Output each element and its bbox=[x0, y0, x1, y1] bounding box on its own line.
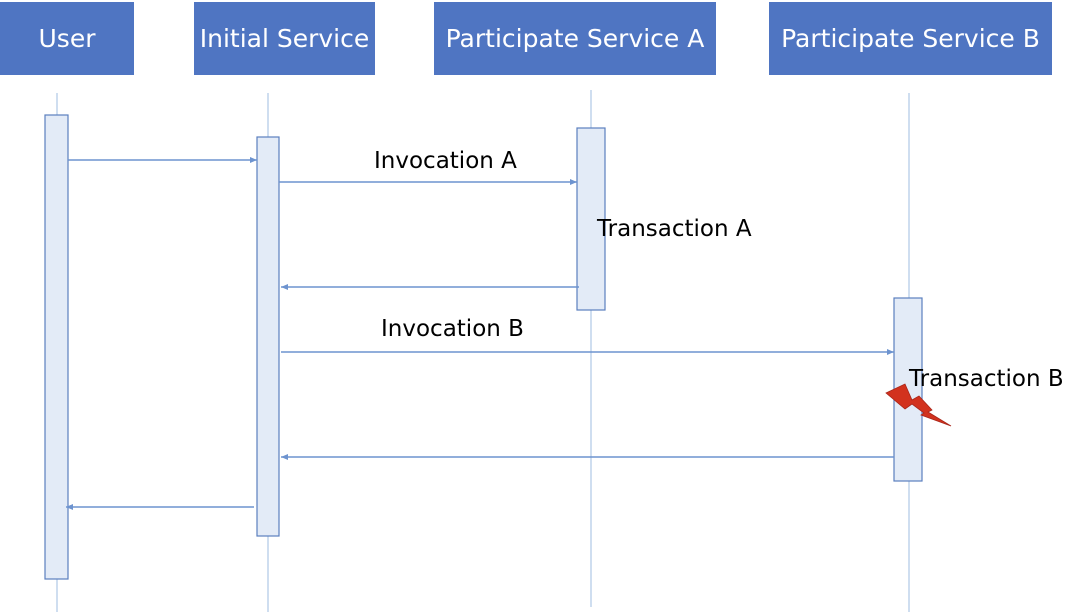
message-label-invocation-b: Invocation B bbox=[381, 316, 524, 342]
activation-user bbox=[44, 114, 69, 580]
actor-user: User bbox=[0, 2, 134, 75]
actor-user-label: User bbox=[38, 24, 96, 53]
actor-participate-service-b: Participate Service B bbox=[769, 2, 1052, 75]
actor-participate-service-a: Participate Service A bbox=[434, 2, 716, 75]
activation-participate-service-a bbox=[576, 127, 606, 311]
activation-initial-service bbox=[256, 136, 280, 537]
actor-participate-service-b-label: Participate Service B bbox=[781, 24, 1040, 53]
activation-label-transaction-a: Transaction A bbox=[597, 216, 752, 242]
actor-initial-service-label: Initial Service bbox=[199, 24, 370, 53]
message-label-invocation-a: Invocation A bbox=[374, 148, 517, 174]
actor-initial-service: Initial Service bbox=[194, 2, 375, 75]
activation-label-transaction-b: Transaction B bbox=[909, 366, 1064, 392]
actor-participate-service-a-label: Participate Service A bbox=[445, 24, 705, 53]
lightning-bolt-icon bbox=[885, 383, 952, 427]
